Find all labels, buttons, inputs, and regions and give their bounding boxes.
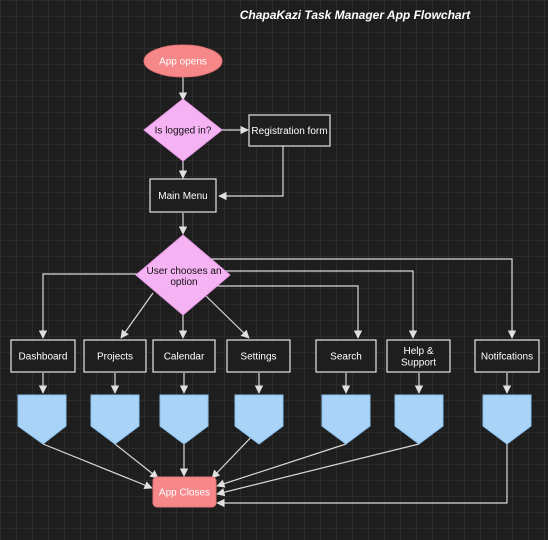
connector-dashboard (17, 394, 67, 445)
option-search-label: Search (330, 352, 362, 363)
start-node-label: App opens (159, 57, 207, 68)
option-settings-label: Settings (240, 352, 276, 363)
edge-choose-to-settings (205, 295, 250, 339)
choose-option-decision[interactable]: User chooses an option (135, 234, 231, 316)
end-node[interactable]: App Closes (152, 476, 217, 508)
option-search[interactable]: Search (315, 339, 377, 373)
main-menu-node[interactable]: Main Menu (149, 178, 217, 213)
option-settings[interactable]: Settings (226, 339, 291, 373)
option-dashboard[interactable]: Dashboard (10, 339, 76, 373)
edge-choose-to-help (221, 270, 418, 339)
edge-search-connector-to-end (216, 443, 347, 488)
edge-dashboard-connector-to-end (42, 443, 153, 490)
option-notifications-label: Notifcations (481, 352, 533, 363)
connector-search (321, 394, 371, 445)
offpage-connectors (17, 394, 532, 445)
logged-in-decision[interactable]: Is logged in? (143, 98, 223, 162)
connector-calendar (159, 394, 209, 445)
connector-projects (90, 394, 140, 445)
start-node[interactable]: App opens (143, 44, 223, 78)
option-notifications[interactable]: Notifcations (474, 339, 540, 373)
choose-option-label-1: User chooses an (146, 266, 221, 277)
end-node-label: App Closes (159, 488, 210, 499)
registration-form-node[interactable]: Registration form (248, 114, 331, 147)
option-help-label-1: Help & (403, 346, 433, 357)
edge-projects-connector-to-end (114, 443, 159, 479)
edge-help-connector-to-end (216, 443, 420, 497)
connector-notifications (482, 394, 532, 445)
option-help-label-2: Support (401, 358, 436, 369)
logged-in-decision-label: Is logged in? (155, 126, 212, 137)
option-help-support[interactable]: Help & Support (386, 339, 451, 373)
main-menu-label: Main Menu (158, 191, 207, 202)
option-projects[interactable]: Projects (83, 339, 147, 373)
choose-option-label-2: option (170, 277, 197, 288)
connector-settings (234, 394, 284, 445)
edge-choose-to-search (213, 285, 363, 339)
edge-choose-to-notifications (208, 258, 517, 339)
edge-choose-to-projects (120, 292, 154, 339)
edge-registration-to-mainmenu (218, 146, 284, 201)
edge-choose-to-dashboard (38, 273, 140, 339)
connector-help (394, 394, 444, 445)
option-calendar[interactable]: Calendar (152, 339, 216, 373)
edges (38, 77, 517, 508)
option-calendar-label: Calendar (164, 352, 205, 363)
option-dashboard-label: Dashboard (19, 352, 68, 363)
option-projects-label: Projects (97, 352, 133, 363)
edge-notifications-connector-to-end (216, 444, 508, 508)
registration-form-label: Registration form (251, 126, 327, 137)
diagram-title: ChapaKazi Task Manager App Flowchart (240, 8, 471, 22)
